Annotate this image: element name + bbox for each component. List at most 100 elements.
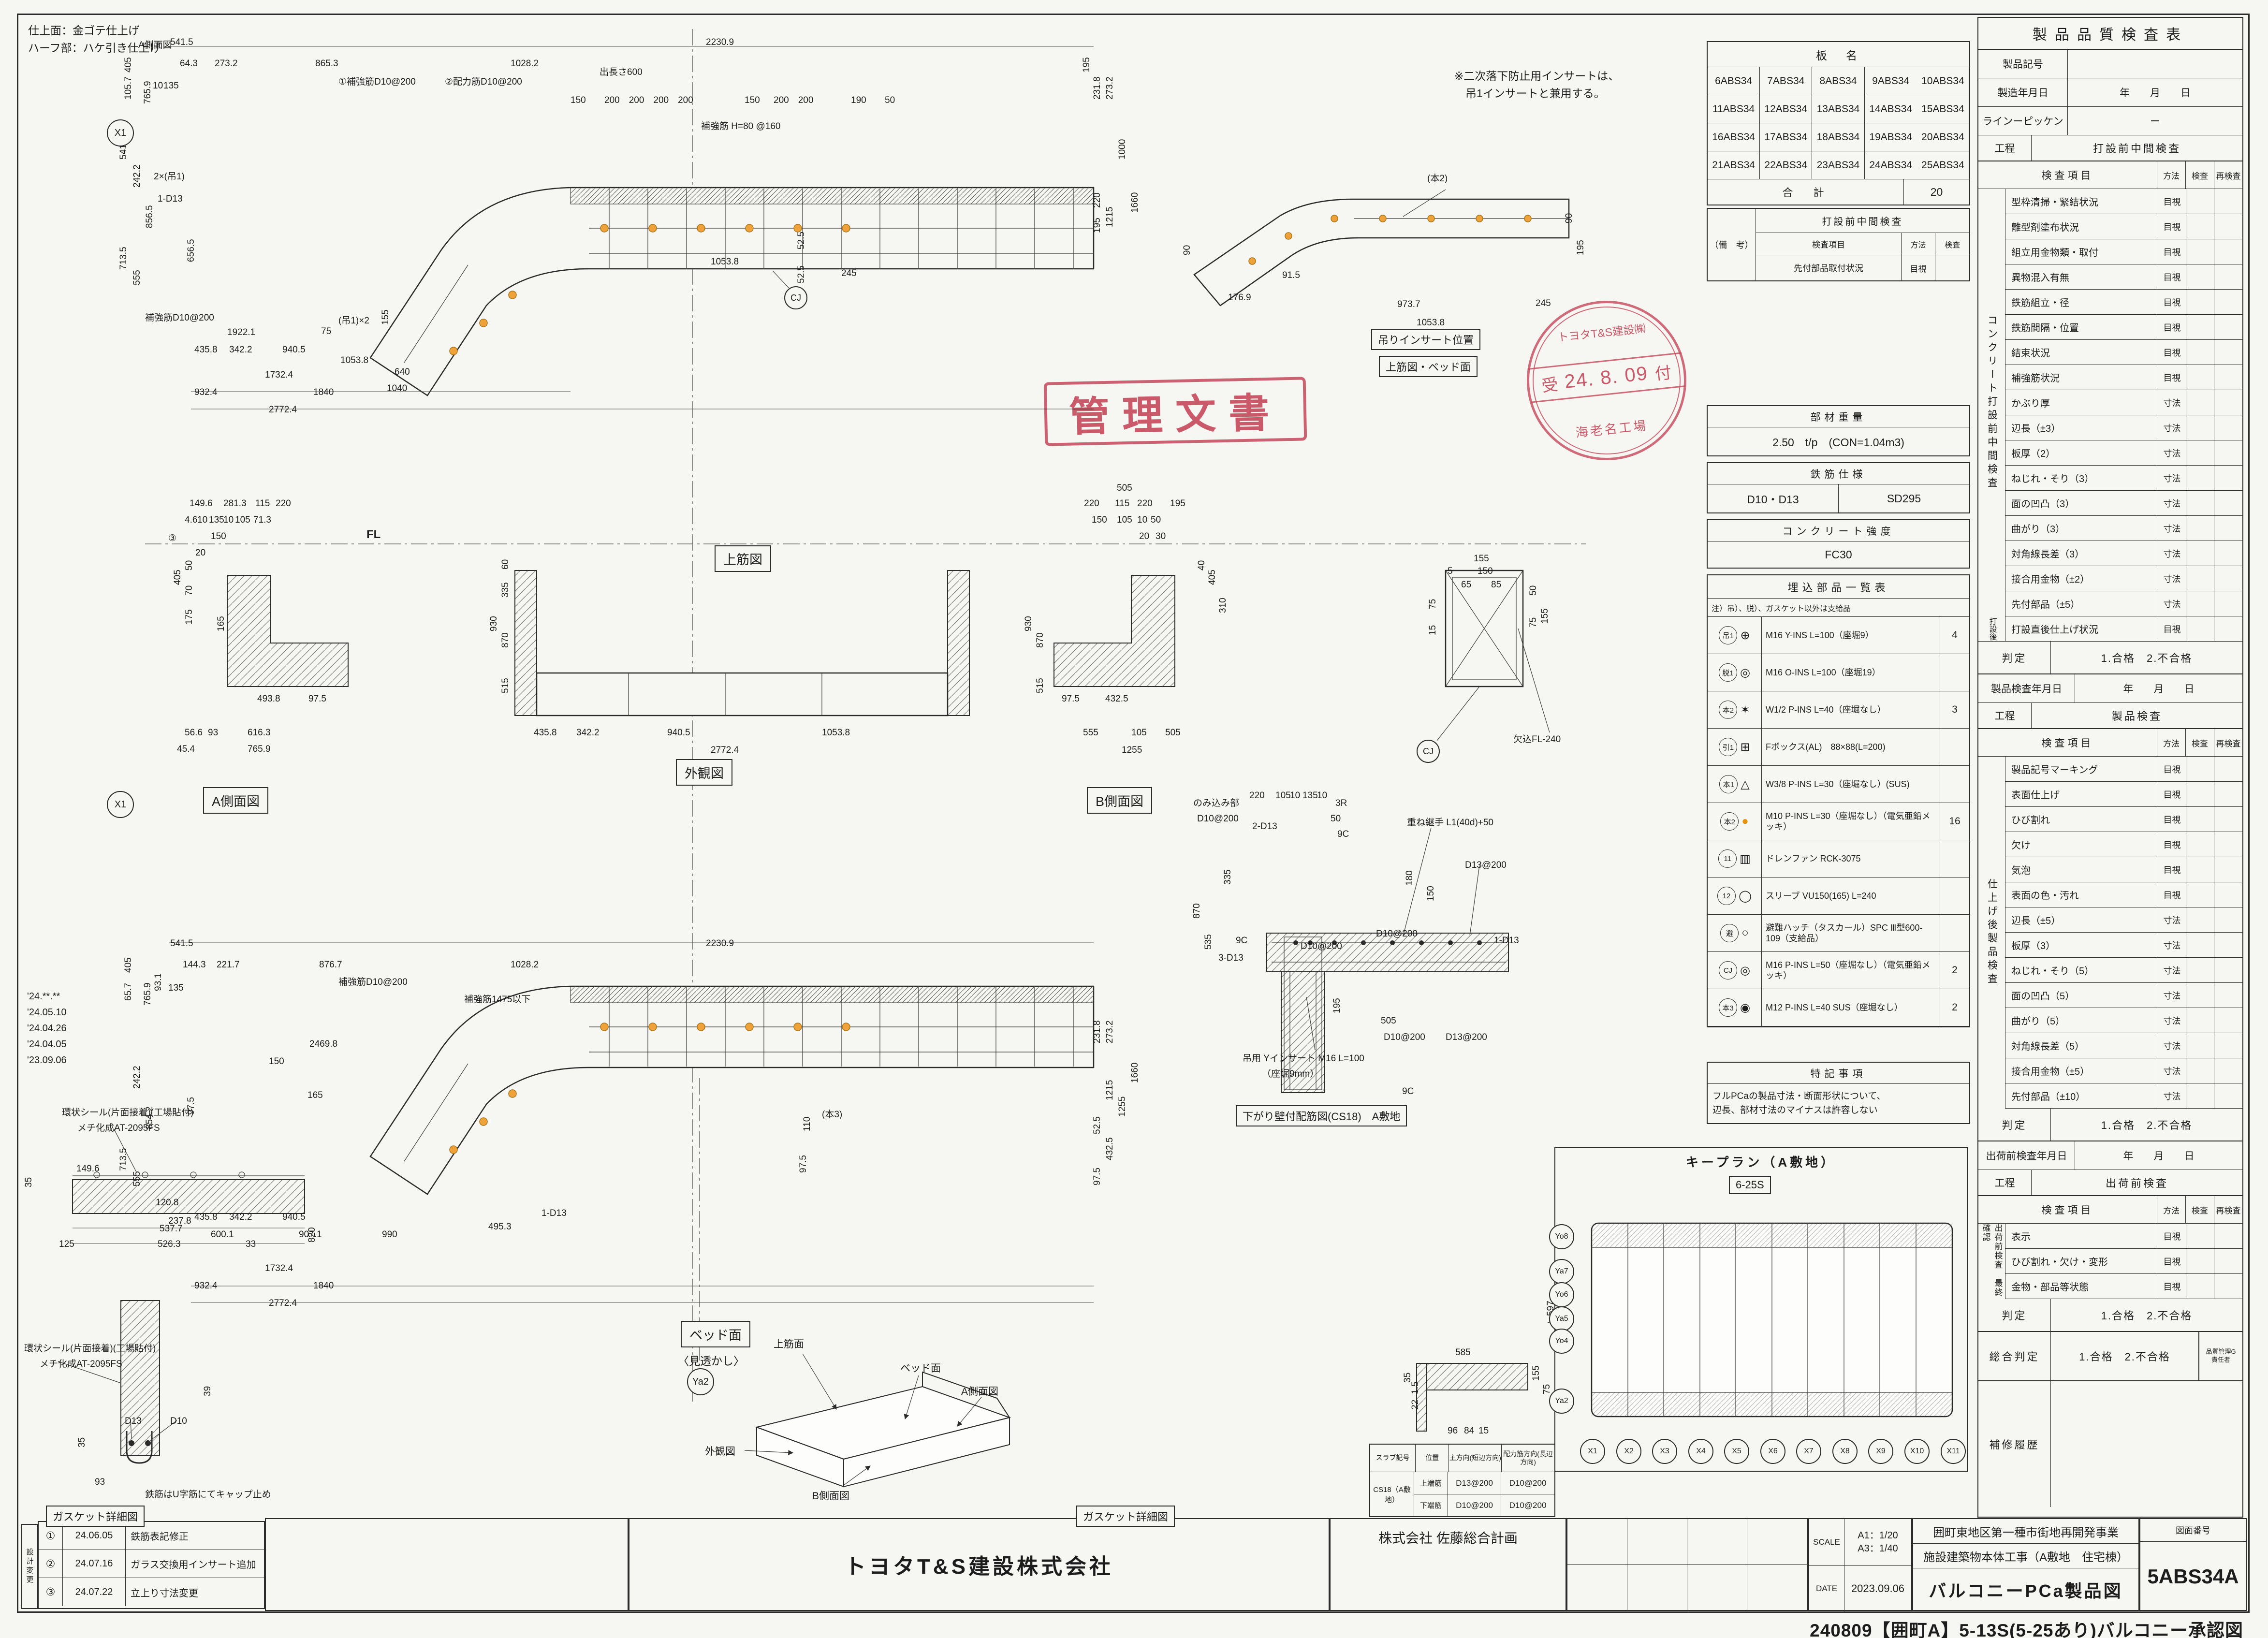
qc-recheck-result <box>2214 440 2242 465</box>
grid-axis-x1-bed: X1 <box>107 791 134 818</box>
qc-recheck-result <box>2214 1083 2242 1108</box>
weight-value: 2.50 t/p (CON=1.04m3) <box>1772 436 1904 449</box>
qc-check-row: 金物・部品等状態 目視 <box>2005 1274 2242 1299</box>
qc-date-row-shipment: 出荷前検査年月日 年 月 日 <box>1978 1141 2242 1170</box>
qc-info-value <box>2068 50 2242 78</box>
plate-cell: 14ABS34 <box>1864 95 1917 123</box>
view-title-top-plan: 上筋図 <box>715 545 771 572</box>
qc-check-method: 目視 <box>2158 1249 2186 1273</box>
qc-check-method: 目視 <box>2158 782 2186 806</box>
parts-qty: 4 <box>1952 629 1958 641</box>
qc-recheck-result <box>2214 1008 2242 1033</box>
qc-header-row: 検査項目 方法 検査 再検査 <box>1978 1196 2242 1224</box>
qc-check-method: 目視 <box>2158 340 2186 365</box>
slab-h-pos: 位置 <box>1416 1445 1449 1472</box>
plate-cell: 12ABS34 <box>1760 95 1813 123</box>
remarks-label: （備 考） <box>1708 209 1756 280</box>
qc-recheck-result <box>2214 782 2242 806</box>
qc-col-check: 検査 <box>2186 161 2214 189</box>
parts-symbol-icon: ⊕ <box>1740 629 1750 642</box>
qc-check-method: 寸法 <box>2158 491 2186 515</box>
plate-cell: 8ABS34 <box>1812 67 1865 95</box>
qc-check-result <box>2186 264 2214 289</box>
plate-cell: 24ABS34 <box>1864 151 1917 179</box>
tokki-title: 特記事項 <box>1810 1068 1867 1080</box>
qc-judge-label: 判定 <box>1978 642 2051 673</box>
revision-number: ③ <box>39 1578 63 1606</box>
qc-postpour-label: 打設後 <box>1978 616 2005 641</box>
qc-check-item: 製品記号マーキング <box>2005 757 2158 781</box>
qc-recheck-result <box>2214 958 2242 982</box>
qc-check-result <box>2186 1033 2214 1058</box>
qc-check-result <box>2186 566 2214 591</box>
plate-cell: 21ABS34 <box>1708 151 1760 179</box>
qc-stage-value: 打設前中間検査 <box>2092 143 2181 155</box>
qc-check-result <box>2186 807 2214 832</box>
qc-check-item: ねじれ・そり（5） <box>2005 958 2158 982</box>
view-title-gasket-left: ガスケット詳細図 <box>46 1506 145 1527</box>
qc-check-item: 先付部品（±10） <box>2005 1083 2158 1108</box>
qc-judge-label: 判定 <box>1978 1299 2051 1331</box>
slab-row: 上端筋 D13@200 D10@200 <box>1414 1472 1554 1494</box>
parts-name: W1/2 P-INS L=40（座堀なし） <box>1762 691 1940 728</box>
parts-symbol-icon: ● <box>1741 815 1749 828</box>
weight-title: 部材重量 <box>1810 411 1867 423</box>
qc-check-method: 目視 <box>2158 757 2186 781</box>
remarks-row-item: 先付部品取付状況 <box>1756 255 1902 280</box>
qc-check-method: 目視 <box>2158 290 2186 314</box>
iso-label-elevation: 外観図 <box>705 1446 735 1457</box>
plate-cell: 19ABS34 <box>1864 123 1917 151</box>
parts-symbol-icon: ◎ <box>1740 666 1750 679</box>
parts-mark: CJ <box>1719 961 1738 980</box>
qc-check-row: 製品記号マーキング 目視 <box>2005 757 2242 782</box>
grid-axis-ya2: Ya2 <box>687 1368 714 1395</box>
qc-postpour-result <box>2186 616 2214 641</box>
parts-symbol-cell: CJ ◎ <box>1708 952 1762 989</box>
qc-body-shipment: 出荷前検査 最終確認 表示 目視 ひび割れ・欠け・変形 目視 <box>1978 1224 2242 1299</box>
quality-inspection-panel: 製品品質検査表 製品記号 製造年月日 年 月 日 ラインーピッケン ー <box>1977 17 2243 1518</box>
qc-check-row: 気泡 目視 <box>2005 857 2242 882</box>
qc-check-method: 目視 <box>2158 365 2186 390</box>
date-value: 2023.09.06 <box>1851 1582 1905 1594</box>
parts-mark: 脱1 <box>1719 663 1738 682</box>
parts-mark: 本2 <box>1720 812 1739 831</box>
qc-recheck-result <box>2214 907 2242 932</box>
qc-check-item: 曲がり（5） <box>2005 1008 2158 1033</box>
qc-check-method: 目視 <box>2158 882 2186 907</box>
qc-check-item: 接合用金物（±2） <box>2005 566 2158 591</box>
qc-check-method: 目視 <box>2158 315 2186 339</box>
qc-check-row: ねじれ・そり（5） 寸法 <box>2005 958 2242 983</box>
qc-check-item: 辺長（±3） <box>2005 415 2158 440</box>
qc-info-row: 製造年月日 年 月 日 <box>1978 78 2242 107</box>
drawing-number-cell: 図面番号 5ABS34A <box>2139 1518 2247 1611</box>
parts-symbol-icon: ▥ <box>1740 852 1751 865</box>
parts-qty: 2 <box>1952 965 1958 976</box>
qc-check-item: 辺長（±5） <box>2005 907 2158 932</box>
qc-check-row: 面の凹凸（3） 寸法 <box>2005 491 2242 516</box>
plate-cell: 17ABS34 <box>1760 123 1813 151</box>
qc-col-recheck: 再検査 <box>2216 171 2241 181</box>
qc-date-label: 出荷前検査年月日 <box>1978 1141 2075 1170</box>
qc-check-result <box>2186 189 2214 214</box>
qc-check-method: 寸法 <box>2158 440 2186 465</box>
control-document-stamp: 管理文書 <box>1043 377 1307 446</box>
qc-check-row: 表面仕上げ 目視 <box>2005 782 2242 807</box>
qc-check-row: 先付部品（±5） 寸法 <box>2005 591 2242 616</box>
project-line2: 施設建築物本体工事（A敷地 住宅棟） <box>1913 1544 2138 1568</box>
approval-footer-note: 240809【囲町A】5-13S(5-25あり)バルコニー承認図 <box>1810 1621 2243 1638</box>
qc-recheck-result <box>2214 807 2242 832</box>
receipt-stamp-tsuke: 付 <box>1654 363 1672 383</box>
qc-check-method: 寸法 <box>2158 983 2186 1008</box>
qc-check-result <box>2186 1224 2214 1248</box>
qc-check-method: 目視 <box>2158 832 2186 857</box>
qc-check-method: 寸法 <box>2158 958 2186 982</box>
qc-check-item: 補強筋状況 <box>2005 365 2158 390</box>
qc-repair-blank <box>2051 1381 2242 1507</box>
view-title-elevation: 外観図 <box>676 759 732 786</box>
qc-header-row: 検査項目 方法 検査 再検査 <box>1978 161 2242 189</box>
qc-info-value: ー <box>2150 116 2160 127</box>
parts-qty <box>1940 654 1969 691</box>
insert-note-line2: 吊1インサートと兼用する。 <box>1454 87 1605 100</box>
qc-check-row: 表面の色・汚れ 目視 <box>2005 882 2242 907</box>
